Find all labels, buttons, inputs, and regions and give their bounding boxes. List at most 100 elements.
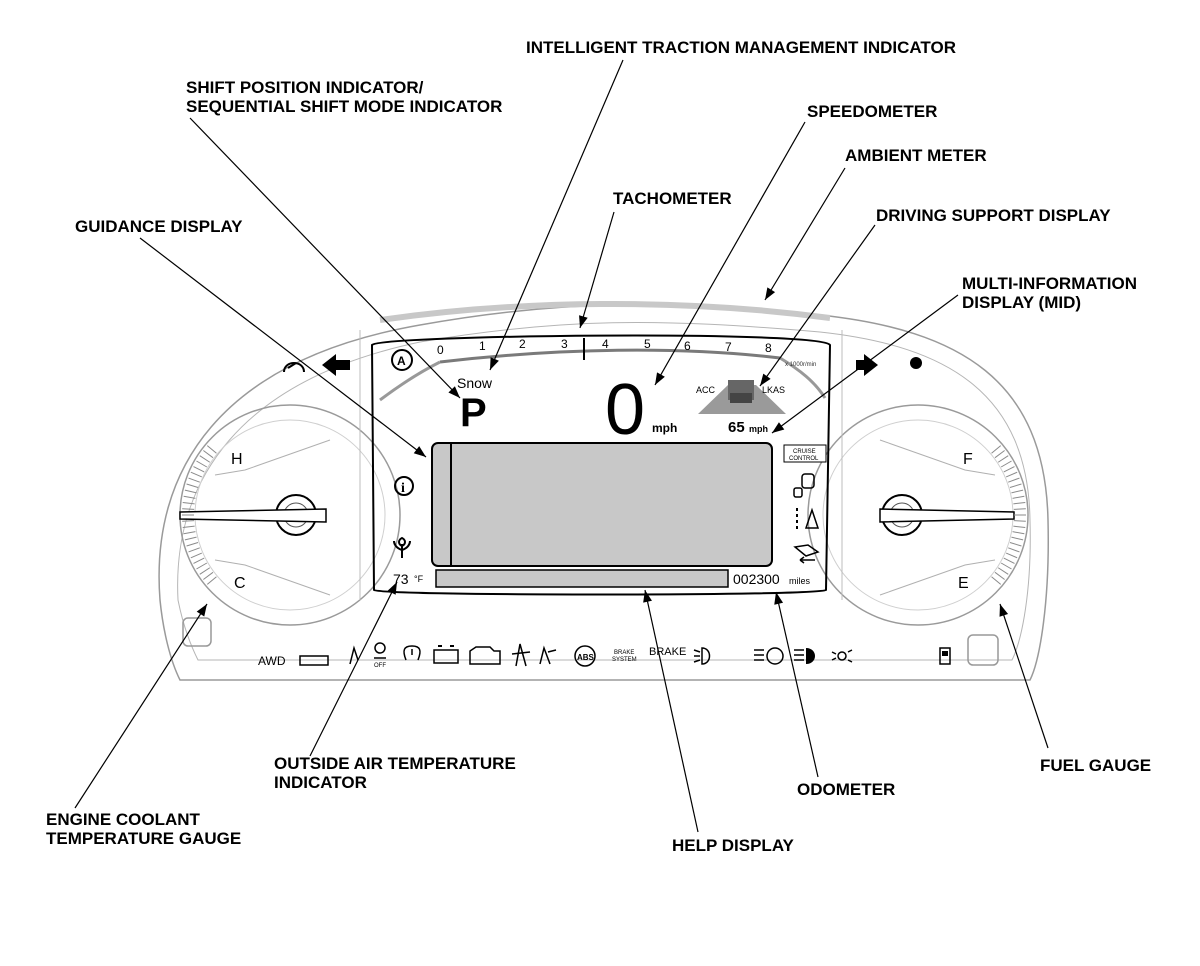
econ-leaf-icon (393, 536, 411, 558)
label-engine-coolant: ENGINE COOLANT TEMPERATURE GAUGE (46, 810, 241, 848)
info-icon: i (394, 476, 414, 496)
tachometer-scale (439, 348, 781, 364)
leader-arrowhead (655, 372, 665, 385)
high-beam-icon (794, 648, 815, 664)
gauge-tick (186, 483, 199, 488)
leader-arrowhead (765, 287, 776, 300)
vsa-off-label: OFF (374, 663, 386, 669)
leader-arrowheads (196, 287, 1009, 617)
collision-mitigation-icon (793, 473, 815, 498)
set-speed-value: 65 (728, 419, 745, 436)
cruise-label-2: CONTROL (789, 456, 819, 462)
gauge-tick (183, 495, 196, 499)
leader-arrowhead (760, 373, 771, 386)
svg-text:i: i (401, 481, 405, 496)
gauge-tick (1008, 477, 1020, 483)
gauge-tick (1009, 542, 1022, 547)
auto-idle-stop-icon: A (391, 349, 413, 371)
gauge-tick (196, 562, 208, 570)
label-driving-support: DRIVING SUPPORT DISPLAY (876, 206, 1111, 225)
label-intelligent-traction: INTELLIGENT TRACTION MANAGEMENT INDICATO… (526, 38, 957, 57)
label-odometer: ODOMETER (797, 780, 896, 799)
gauge-tick (1013, 508, 1026, 510)
road-departure-icon (796, 507, 820, 532)
brake-system-label-2: SYSTEM (612, 657, 637, 663)
label-engine-coolant-line2: TEMPERATURE GAUGE (46, 829, 242, 848)
left-turn-signal-icon (322, 354, 350, 376)
lane-keeping-icon (793, 544, 820, 564)
gauge-tick (199, 455, 211, 463)
cluster-housing (158, 304, 1050, 681)
leader-arrowhead (196, 604, 207, 617)
gauge-tick (1013, 501, 1026, 505)
leader-arrowhead (643, 590, 652, 603)
gear-indicator: P (460, 391, 487, 435)
help-display (435, 569, 729, 588)
gauge-tick (203, 571, 214, 580)
gauge-tick (1003, 557, 1015, 564)
left-knob (182, 617, 212, 647)
gauge-tick (193, 466, 205, 473)
gauge-tick (1013, 520, 1026, 522)
gauge-tick (1011, 489, 1024, 494)
label-mid-line1: MULTI-INFORMATION (962, 274, 1137, 293)
label-shift-position-line1: SHIFT POSITION INDICATOR/ (186, 78, 424, 97)
label-outside-air: OUTSIDE AIR TEMPERATURE INDICATOR (274, 754, 516, 792)
tachometer-number: 1 (479, 339, 486, 353)
gauge-tick (182, 520, 195, 522)
lkas-label: LKAS (762, 385, 785, 395)
outside-temp-unit: °F (414, 574, 424, 584)
brake-label: BRAKE (649, 646, 686, 658)
gauge-tick (184, 536, 197, 541)
gauge-tick (199, 567, 211, 575)
leader-arrowhead (999, 604, 1009, 617)
cruise-label-1: CRUISE (793, 449, 816, 455)
ambient-meter-strip (379, 300, 831, 323)
traction-mode-text: Snow (457, 375, 493, 391)
label-fuel-gauge: FUEL GAUGE (1040, 756, 1152, 775)
leader-arrowhead (490, 357, 499, 370)
gauge-tick (1013, 525, 1026, 529)
gauge-tick (190, 471, 203, 478)
leader-arrowhead (774, 592, 784, 605)
abs-label: ABS (577, 653, 595, 662)
label-mid-line2: DISPLAY (MID) (962, 293, 1082, 312)
tachometer-number: 4 (602, 337, 609, 351)
gauge-tick (206, 445, 217, 454)
leader-arrowhead (579, 315, 588, 328)
label-help-display: HELP DISPLAY (672, 836, 794, 855)
tachometer-number: 6 (684, 339, 691, 353)
low-fuel-icon (939, 647, 951, 665)
tpms-warning-icon (403, 645, 421, 661)
gauge-tick (1005, 552, 1018, 559)
gauge-tick (193, 557, 205, 564)
tachometer-number: 8 (765, 341, 772, 355)
speed-value: 0 (605, 370, 645, 450)
gauge-tick (190, 552, 203, 559)
label-engine-coolant-line1: ENGINE COOLANT (46, 810, 200, 829)
leader-arrowhead (448, 386, 460, 398)
gauge-tick (997, 567, 1009, 575)
acc-label: ACC (696, 385, 716, 395)
vsa-off-icon (374, 642, 386, 659)
gauge-tick (1003, 466, 1015, 473)
gauge-tick (196, 460, 208, 468)
awd-indicator (299, 655, 329, 666)
odometer-value: 002300 (733, 571, 780, 587)
leader-arrowhead (387, 582, 397, 595)
gauge-tick (1000, 460, 1012, 468)
lights-on-icon (831, 649, 853, 663)
odometer-unit: miles (789, 576, 811, 586)
engine-coolant-gauge (179, 404, 401, 626)
right-turn-signal-icon (856, 354, 878, 376)
speed-unit: mph (652, 421, 677, 435)
gauge-tick (182, 525, 195, 529)
label-outside-air-line1: OUTSIDE AIR TEMPERATURE (274, 754, 516, 773)
gauge-tick (991, 445, 1002, 454)
fuel-gauge (807, 404, 1029, 626)
gauge-tick (1009, 483, 1022, 488)
gauge-tick (188, 547, 200, 553)
cluster-inner-housing (177, 322, 1031, 661)
set-speed-unit: mph (749, 424, 768, 434)
